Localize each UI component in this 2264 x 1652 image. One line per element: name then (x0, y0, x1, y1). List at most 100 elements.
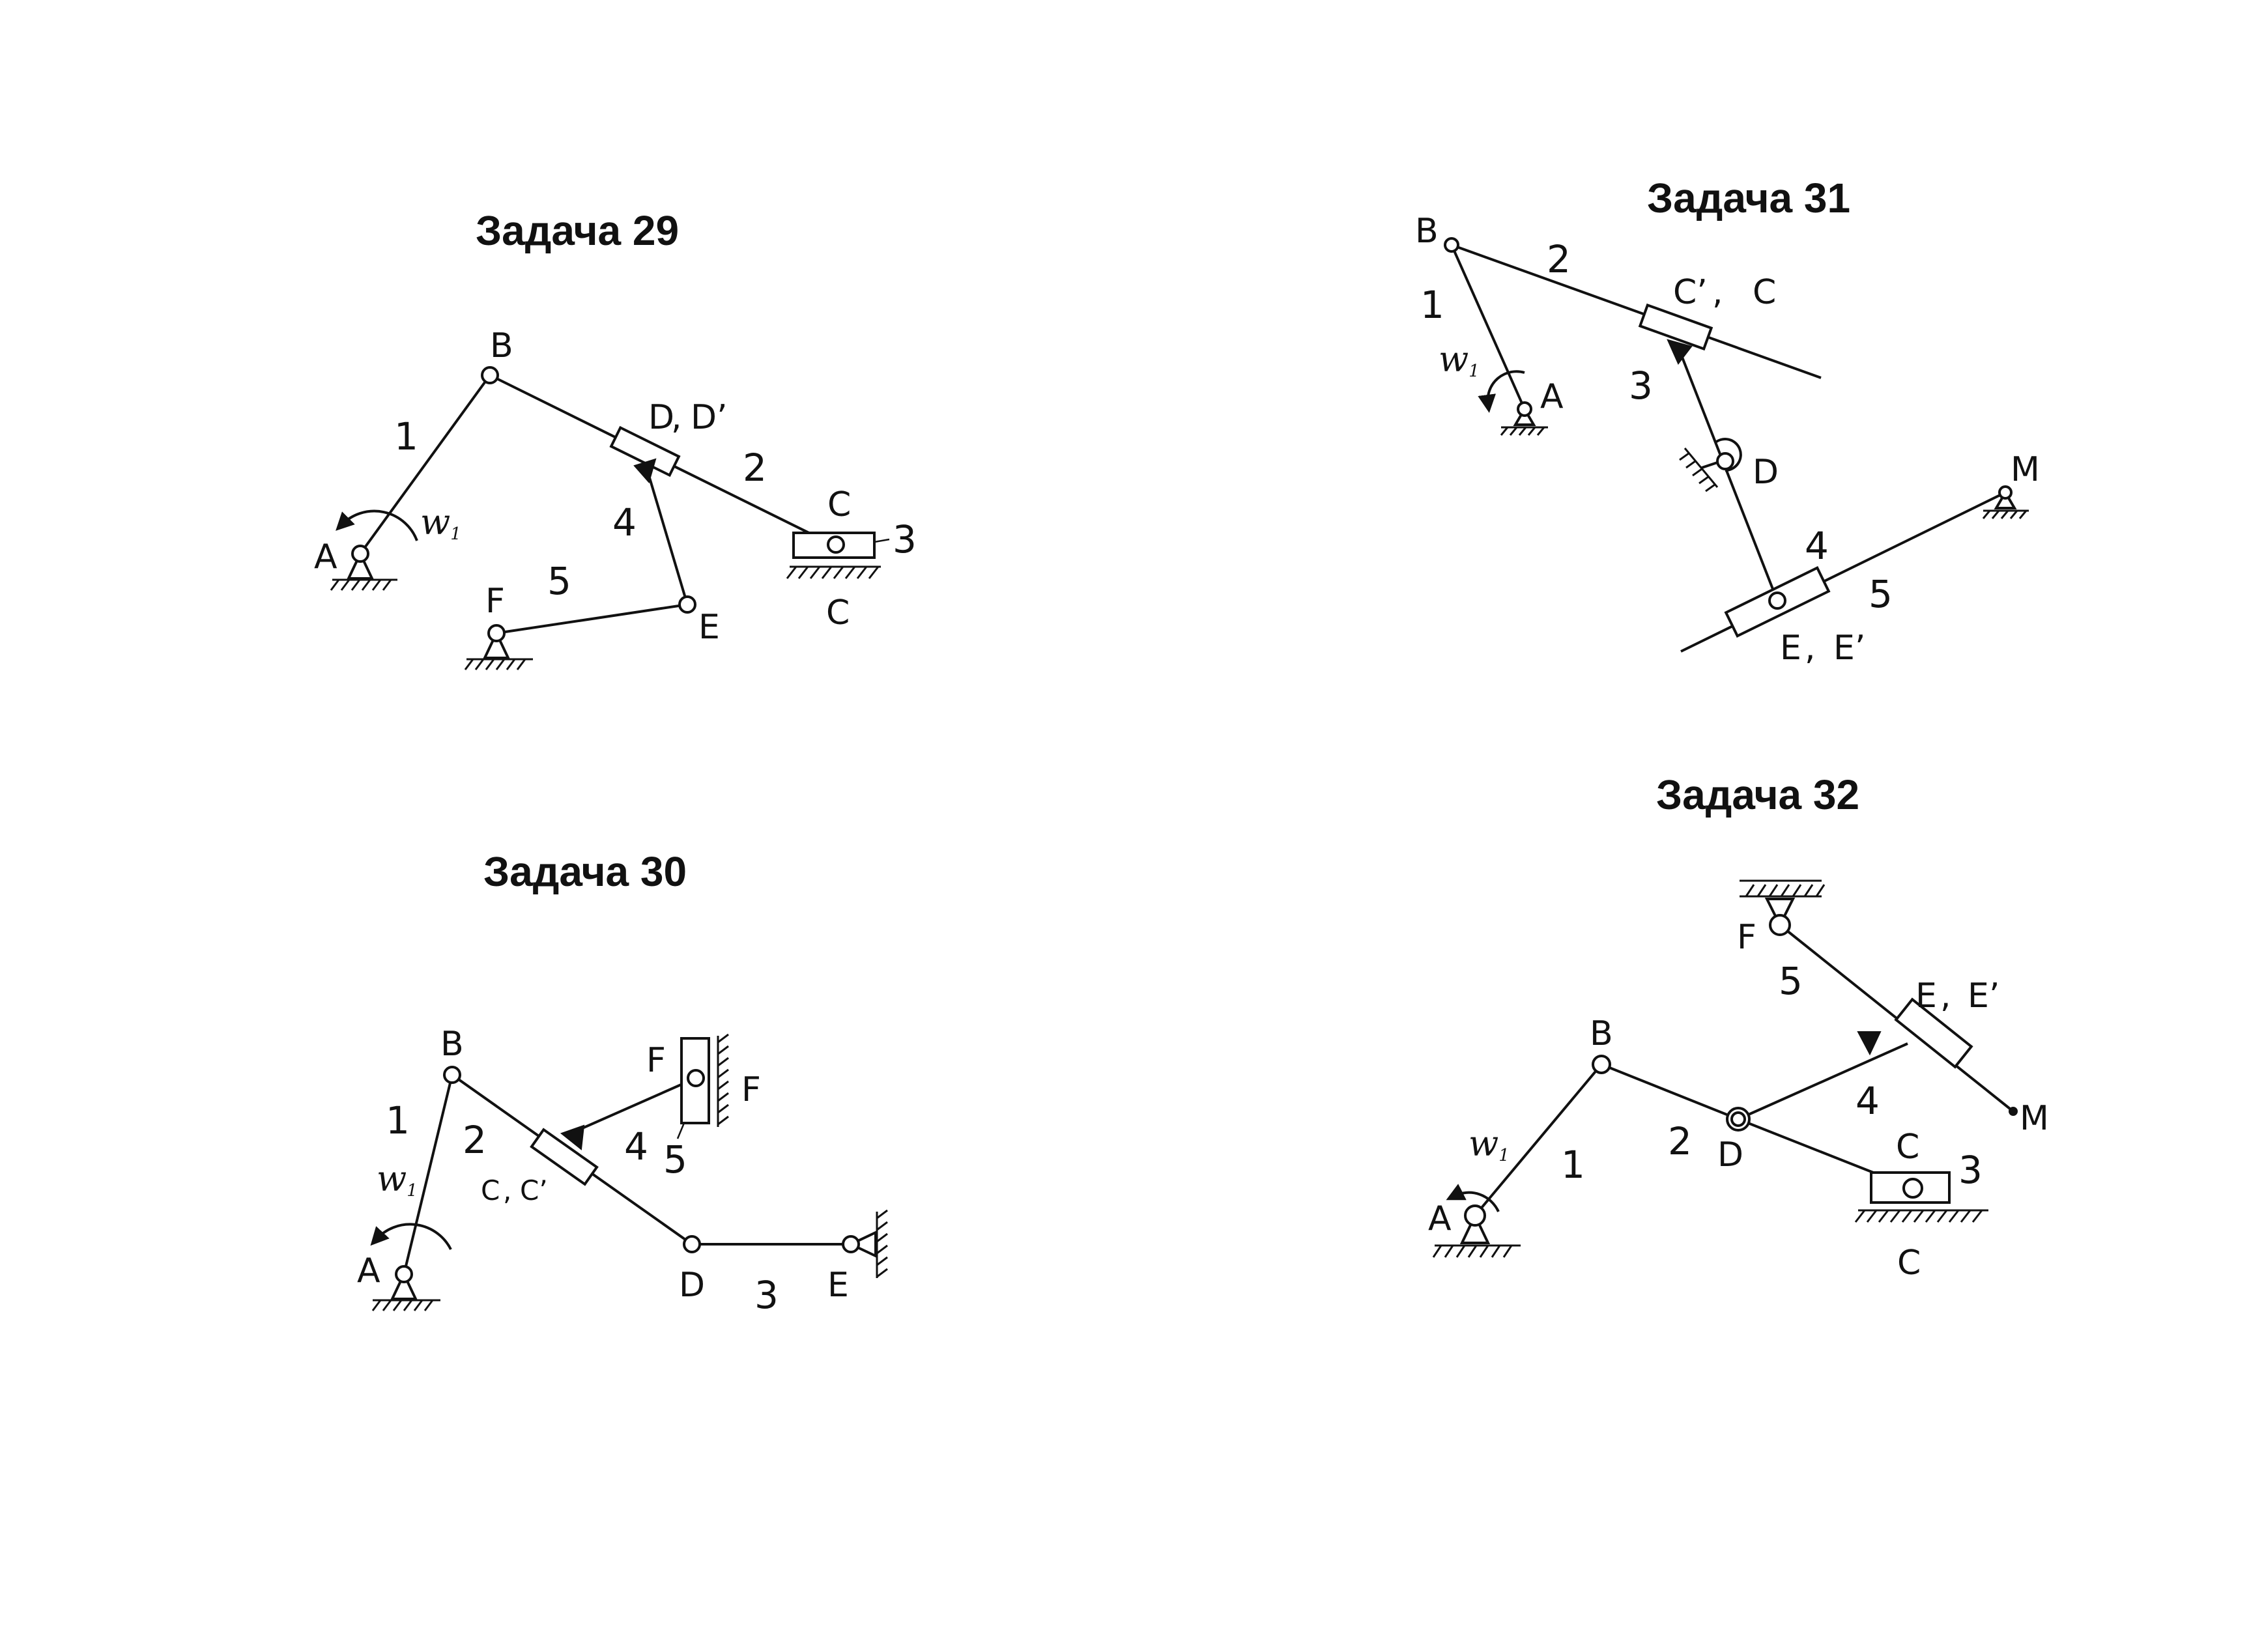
omega-label: w1 (420, 502, 461, 544)
pivot-triangle-E (1857, 1031, 1882, 1056)
support-A (1500, 406, 1548, 436)
label-B: B (1590, 1014, 1613, 1053)
joint-C (827, 535, 845, 554)
label-A: A (357, 1251, 380, 1290)
link-number-2: 2 (743, 446, 767, 490)
link-4-CF (573, 1077, 696, 1133)
label-C-sep: , (1712, 273, 1723, 312)
label-A: A (314, 537, 337, 577)
omega-arrow (370, 1223, 452, 1250)
label-A: A (1540, 377, 1564, 416)
support-A (1432, 1212, 1521, 1258)
slider-C (530, 1128, 599, 1186)
joint-A (1464, 1204, 1486, 1227)
pivot-triangle-D (633, 458, 657, 484)
label-C: C (1896, 1128, 1919, 1167)
link-number-4: 4 (1805, 524, 1829, 568)
label-E: E (698, 608, 720, 647)
link-number-5: 5 (1779, 959, 1803, 1003)
link-4-DE (1738, 1042, 1908, 1120)
label-E-prime: E’ (1968, 976, 1999, 1016)
label-F: F (485, 582, 505, 621)
problem-31: Задача 31 (1415, 175, 2040, 668)
pivot-triangle-C (1667, 339, 1693, 365)
problem-30: Задача 30 (357, 848, 888, 1317)
guide-C-hatch (1854, 1210, 1983, 1223)
joint-C (1902, 1178, 1923, 1199)
leader-5 (676, 1122, 685, 1139)
omega-arrow (1446, 1184, 1500, 1212)
label-B: B (1415, 212, 1439, 251)
joint-B (443, 1066, 461, 1084)
link-number-1: 1 (1561, 1143, 1585, 1187)
slider-C (1638, 303, 1713, 351)
joint-F (687, 1069, 705, 1087)
label-F: F (646, 1041, 666, 1080)
link-number-3: 3 (754, 1273, 779, 1317)
link-1-AB (359, 374, 491, 555)
label-B: B (440, 1025, 464, 1064)
label-M: M (2020, 1099, 2049, 1138)
label-D: D (648, 398, 674, 437)
link-number-2: 2 (463, 1118, 487, 1162)
joint-E (678, 595, 696, 614)
link-number-4: 4 (624, 1124, 648, 1169)
label-E-sep: , (1805, 629, 1816, 668)
link-5-FE (496, 603, 688, 634)
joint-D (1716, 452, 1734, 470)
label-D: D (1717, 1135, 1743, 1175)
label-M: M (2011, 450, 2040, 489)
slider-E (1894, 997, 1973, 1069)
joint-B (1444, 237, 1459, 253)
joint-B (481, 366, 499, 384)
link-number-1: 1 (394, 414, 418, 459)
link-1-BA (1450, 244, 1526, 410)
link-number-4: 4 (1856, 1079, 1880, 1123)
label-C: C (481, 1175, 500, 1206)
leader-3 (874, 538, 890, 543)
slider-D (609, 425, 681, 477)
omega-label: w1 (1469, 1123, 1510, 1165)
link-2-B-guide (1451, 244, 1822, 379)
label-D-sep: , (671, 398, 682, 437)
joint-A (395, 1265, 413, 1283)
link-4-DE (644, 462, 689, 605)
label-C-prime: C’ (1673, 273, 1708, 312)
joint-D-inner (1730, 1111, 1746, 1127)
joint-B (1592, 1055, 1611, 1074)
support-A (371, 1271, 440, 1311)
label-C-sep: , (503, 1175, 511, 1206)
support-F (1740, 879, 1826, 928)
point-M (2009, 1107, 2018, 1116)
omega-label: w1 (377, 1158, 418, 1201)
support-F (464, 630, 533, 670)
link-1-AB (1474, 1063, 1603, 1217)
problem-31-title: Задача 31 (1647, 175, 1850, 221)
label-B: B (490, 326, 513, 365)
link-1-AB (403, 1074, 453, 1275)
link-number-5: 5 (547, 559, 571, 603)
omega-arrow (336, 509, 418, 541)
joint-E (842, 1235, 860, 1253)
label-E: E (827, 1266, 849, 1305)
link-number-4: 4 (612, 500, 637, 545)
joint-A (1517, 401, 1532, 417)
guide-F-hatch (717, 1033, 729, 1126)
problem-29-title: Задача 29 (476, 207, 679, 254)
label-C: C (827, 485, 851, 524)
label-F: F (1737, 918, 1756, 957)
link-number-3: 3 (893, 517, 917, 562)
label-A: A (1428, 1199, 1452, 1238)
label-D: D (679, 1266, 705, 1305)
omega-arrow (1478, 370, 1525, 413)
label-E: E (1915, 976, 1937, 1016)
link-number-5: 5 (663, 1137, 687, 1182)
link-number-3: 3 (1629, 363, 1653, 408)
link-2-BD (1601, 1063, 1739, 1120)
joint-E (1768, 591, 1786, 610)
label-E-prime: E’ (1833, 629, 1865, 668)
support-M (1982, 490, 2029, 519)
label-C0: C (1897, 1244, 1921, 1283)
joint-A (351, 545, 369, 563)
